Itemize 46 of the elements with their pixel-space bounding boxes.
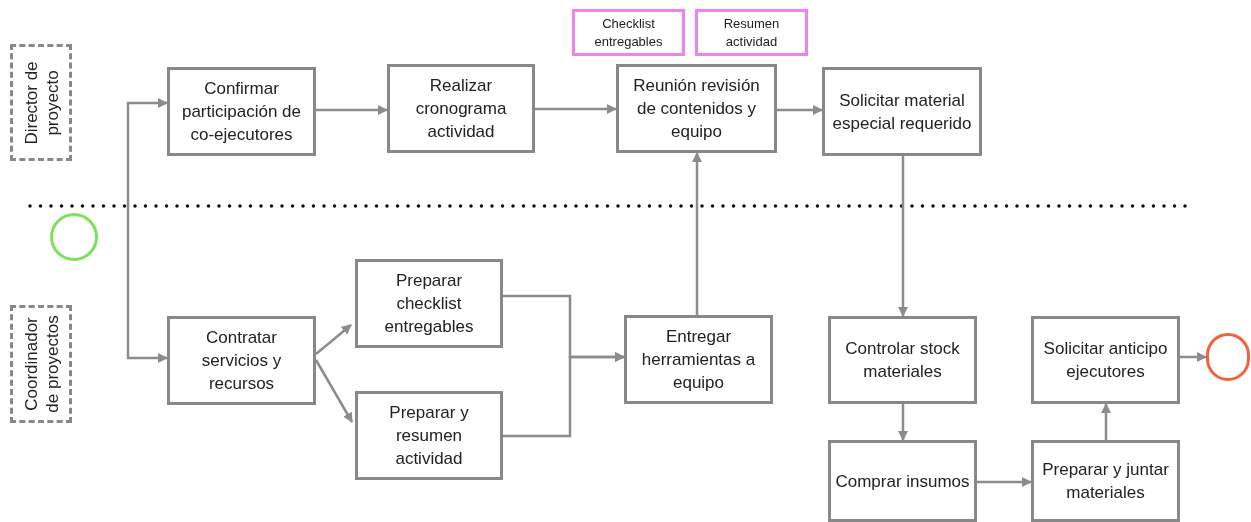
process-box (387, 64, 535, 153)
arrow (535, 104, 617, 114)
arrow (315, 324, 352, 355)
arrow (126, 98, 168, 206)
arrow (503, 352, 625, 438)
process-box (616, 64, 777, 153)
process-box (355, 391, 503, 480)
document-note-box (572, 9, 685, 56)
box-text: Realizar cronograma actividad (414, 75, 508, 143)
arrow (977, 477, 1032, 487)
box-text: Solicitar anticipo ejecutores (1042, 338, 1169, 383)
process-box (822, 67, 982, 156)
box-text: Checklist entregables (593, 14, 664, 51)
box-text: Comprar insumos (835, 470, 970, 493)
document-note-box (695, 9, 808, 56)
lane-label-box (10, 44, 72, 161)
arrow (1101, 403, 1111, 440)
box-text: Preparar y resumen actividad (388, 402, 470, 470)
arrow (692, 152, 702, 315)
lane-label: Coordinador de proyectos (20, 314, 62, 415)
lane-label: Director de proyecto (20, 59, 62, 147)
process-box (1031, 440, 1180, 522)
process-box (828, 440, 977, 522)
box-text: Resumen actividad (722, 14, 781, 51)
arrow (314, 359, 354, 423)
box-text: Controlar stock materiales (844, 338, 961, 383)
box-text: Solicitar material especial requerido (831, 89, 973, 135)
process-box (167, 316, 316, 405)
arrow (777, 105, 823, 115)
box-text: Preparar y juntar materiales (1041, 459, 1170, 504)
arrow (316, 105, 388, 115)
process-box (1031, 316, 1180, 404)
process-box (355, 259, 503, 348)
arrow (898, 404, 908, 441)
arrow (126, 206, 168, 363)
lane-label-box (10, 305, 72, 423)
box-text: Entregar herramientas a equipo (640, 326, 757, 394)
process-box (624, 315, 773, 404)
process-box (828, 316, 977, 404)
process-box (167, 67, 316, 156)
box-text: Reunión revisión de contenidos y equipo (632, 75, 761, 143)
box-text: Preparar checklist entregables (383, 270, 475, 338)
arrow (1180, 352, 1207, 362)
box-text: Confirmar participación de co-ejecutores (180, 78, 303, 146)
box-text: Contratar servicios y recursos (200, 327, 283, 395)
arrow (898, 156, 908, 317)
